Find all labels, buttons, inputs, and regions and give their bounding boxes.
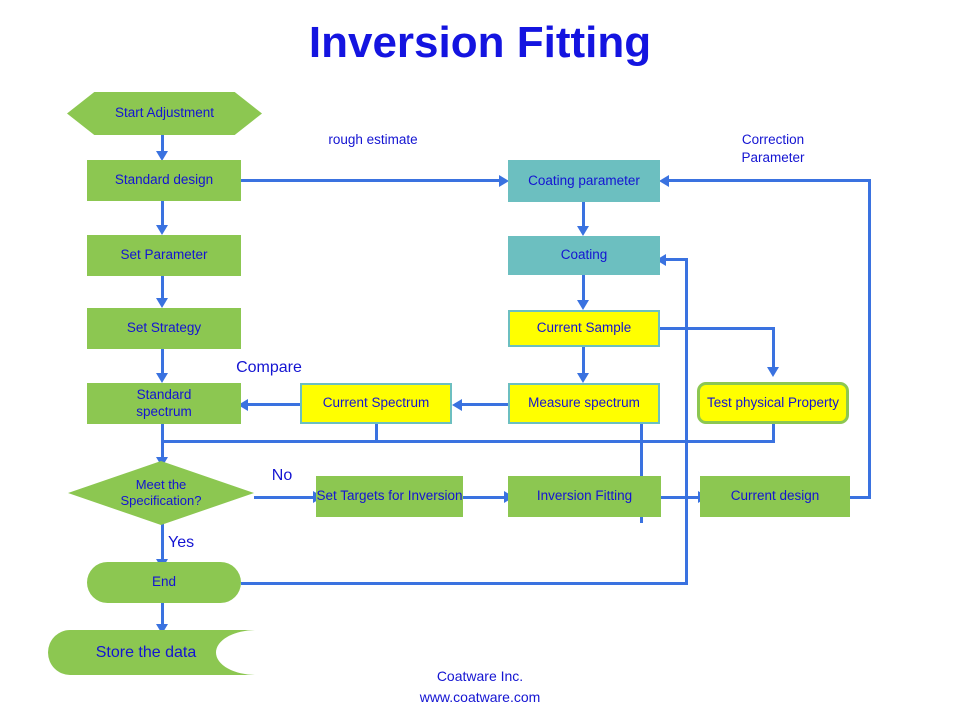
connector-test-property-down-to-bus (772, 423, 775, 443)
node-end[interactable]: End (87, 562, 241, 603)
node-coating-label: Coating (560, 247, 608, 263)
no-text: No (271, 467, 293, 484)
node-store-the-data-label: Store the data (95, 643, 197, 661)
node-set-targets-label: Set Targets for Inversion (316, 488, 463, 504)
connector-decision-to-set-targets (254, 496, 316, 499)
connector-measure-to-current-spectrum (455, 403, 510, 406)
node-standard-design-label: Standard design (114, 172, 214, 188)
yes-text: Yes (168, 534, 195, 551)
edge-label-compare: Compare (214, 358, 324, 379)
arrowhead-coating (577, 226, 589, 236)
node-inversion-fitting[interactable]: Inversion Fitting (508, 476, 661, 517)
arrowhead-standard-spectrum (156, 373, 168, 383)
node-set-parameter[interactable]: Set Parameter (87, 235, 241, 276)
node-set-strategy[interactable]: Set Strategy (87, 308, 241, 349)
connector-current-sample-to-measure-spectrum (582, 347, 585, 375)
edge-label-yes: Yes (168, 533, 218, 554)
footer-company: Coatware Inc. (436, 668, 524, 684)
connector-end-loop-to-coating-h (661, 258, 688, 261)
connector-decision-to-end (161, 524, 164, 562)
node-set-targets-for-inversion[interactable]: Set Targets for Inversion (316, 476, 463, 517)
connector-end-loop-v (685, 258, 688, 585)
node-set-strategy-label: Set Strategy (126, 320, 202, 336)
connector-standard-design-to-set-parameter (161, 201, 164, 227)
node-current-spectrum[interactable]: Current Spectrum (300, 383, 452, 424)
connector-current-design-right (850, 496, 871, 499)
node-test-physical-property[interactable]: Test physical Property (697, 382, 849, 424)
node-coating-parameter-label: Coating parameter (528, 172, 640, 188)
node-test-physical-property-label: Test physical Property (706, 394, 840, 410)
footer-website: www.coatware.com (419, 689, 541, 705)
connector-coating-parameter-to-coating (582, 202, 585, 228)
connector-correction-parameter-v (868, 179, 871, 499)
connector-current-spectrum-down-to-bus (375, 423, 378, 443)
node-current-design[interactable]: Current design (700, 476, 850, 517)
node-measure-spectrum[interactable]: Measure spectrum (508, 383, 660, 424)
node-coating-parameter[interactable]: Coating parameter (508, 160, 660, 202)
arrowhead-current-spectrum-right (452, 399, 462, 411)
connector-set-parameter-to-set-strategy (161, 275, 164, 301)
connector-correction-parameter-h (665, 179, 871, 182)
node-current-sample[interactable]: Current Sample (508, 310, 660, 347)
connector-end-right (241, 582, 688, 585)
arrowhead-current-sample (577, 300, 589, 310)
node-set-parameter-label: Set Parameter (120, 247, 208, 263)
connector-set-strategy-to-standard-spectrum (161, 348, 164, 375)
compare-text: Compare (236, 359, 302, 376)
connector-current-sample-branch-v (772, 327, 775, 369)
connector-standard-design-to-coating-parameter (241, 179, 502, 182)
edge-label-correction-parameter: Correction Parameter (713, 131, 833, 166)
arrowhead-coating-parameter-right (659, 175, 669, 187)
node-start-adjustment[interactable]: Start Adjustment (67, 92, 262, 135)
node-measure-spectrum-label: Measure spectrum (528, 395, 640, 411)
node-store-the-data[interactable]: Store the data (48, 630, 278, 675)
connector-inversion-fitting-to-current-design (661, 496, 703, 499)
node-decision-meet-specification[interactable]: Meet the Specification? (68, 461, 254, 525)
page-title: Inversion Fitting (308, 18, 652, 67)
node-current-sample-label: Current Sample (536, 320, 632, 336)
correction-parameter-text: Correction Parameter (741, 132, 805, 165)
arrowhead-coating-parameter-left (499, 175, 509, 187)
edge-label-no: No (262, 466, 302, 487)
footer: Coatware Inc. www.coatware.com (0, 666, 960, 708)
edge-label-rough-estimate: rough estimate (318, 131, 428, 149)
arrowhead-test-physical-property (767, 367, 779, 377)
node-coating[interactable]: Coating (508, 236, 660, 275)
node-start-adjustment-label: Start Adjustment (114, 105, 215, 121)
connector-end-to-store (161, 602, 164, 626)
arrowhead-standard-design (156, 151, 168, 161)
connector-current-sample-branch-h (660, 327, 775, 330)
arrowhead-store (156, 624, 168, 634)
arrowhead-set-parameter (156, 225, 168, 235)
arrowhead-coating-right (656, 254, 666, 266)
connector-spectrum-bus-h (161, 440, 775, 443)
store-shape-icon (48, 630, 256, 675)
arrowhead-standard-spectrum-right (238, 399, 248, 411)
rough-estimate-text: rough estimate (328, 132, 418, 147)
node-decision-label: Meet the Specification? (120, 476, 202, 508)
arrowhead-measure-spectrum (577, 373, 589, 383)
connector-coating-to-current-sample (582, 275, 585, 303)
connector-current-spectrum-to-standard-spectrum (244, 403, 302, 406)
node-standard-design[interactable]: Standard design (87, 160, 241, 201)
node-inversion-fitting-label: Inversion Fitting (536, 488, 633, 504)
connector-start-to-standard-design (161, 132, 164, 154)
arrowhead-set-strategy (156, 298, 168, 308)
node-current-design-label: Current design (730, 488, 820, 504)
node-standard-spectrum[interactable]: Standard spectrum (87, 383, 241, 424)
node-current-spectrum-label: Current Spectrum (322, 395, 430, 411)
connector-measure-spectrum-down-to-bus (640, 423, 643, 523)
node-standard-spectrum-label: Standard spectrum (136, 386, 192, 419)
node-end-label: End (151, 574, 177, 590)
connector-set-targets-to-inversion-fitting (463, 496, 507, 499)
